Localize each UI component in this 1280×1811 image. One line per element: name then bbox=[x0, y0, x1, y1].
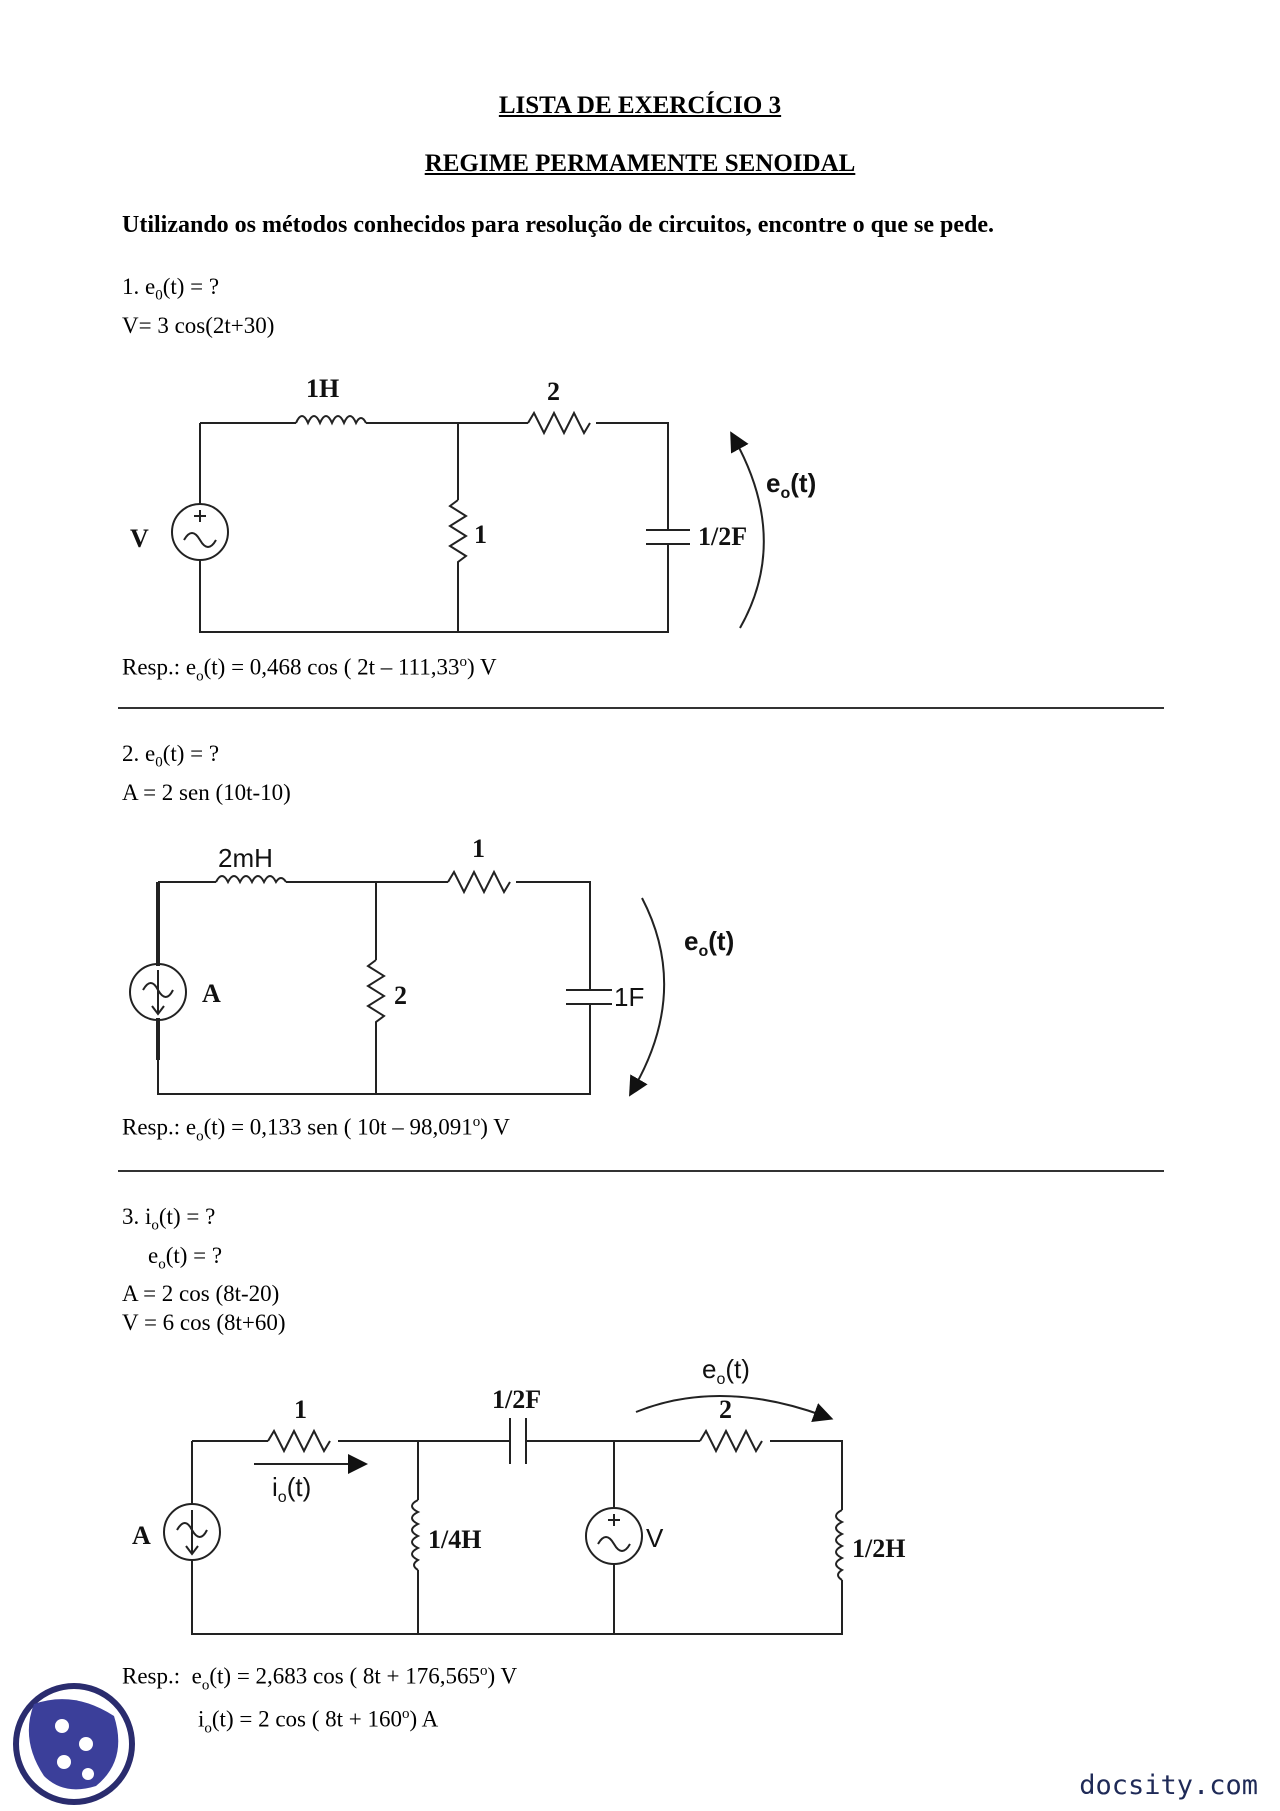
page-subtitle: REGIME PERMAMENTE SENOIDAL bbox=[424, 150, 856, 177]
resistor-2 bbox=[527, 410, 591, 436]
answer-2: Resp.: eo(t) = 0,133 sen ( 10t – 98,091o… bbox=[122, 1114, 510, 1145]
divider-1 bbox=[118, 707, 1164, 709]
label-1f: 1F bbox=[614, 982, 644, 1012]
label-r2-c2: 2 bbox=[394, 981, 407, 1010]
voltage-source-v-c3 bbox=[585, 1507, 643, 1565]
label-source-v-c3: V bbox=[646, 1523, 664, 1553]
label-current-io: io(t) bbox=[272, 1472, 311, 1506]
resistor-1 bbox=[448, 499, 468, 570]
label-1h: 1H bbox=[306, 374, 339, 403]
question-3: 3. io(t) = ? eo(t) = ? A = 2 cos (8t-20)… bbox=[122, 1204, 286, 1336]
inductor-1h bbox=[295, 415, 367, 426]
inductor-2mh bbox=[215, 875, 287, 885]
label-cap-c3: 1/2F bbox=[492, 1385, 541, 1414]
label-source: V bbox=[130, 524, 149, 553]
inductor-half-h bbox=[835, 1509, 845, 1581]
current-source-a-c3 bbox=[163, 1503, 221, 1561]
answer-1: Resp.: eo(t) = 0,468 cos ( 2t – 111,33o)… bbox=[122, 654, 497, 685]
voltage-source-v bbox=[171, 503, 229, 561]
docsity-watermark: docsity.com bbox=[1079, 1770, 1258, 1801]
label-2mh: 2mH bbox=[218, 843, 273, 873]
label-r1: 1 bbox=[474, 520, 487, 549]
label-r2: 2 bbox=[547, 377, 560, 406]
circuit-2 bbox=[129, 869, 666, 1097]
label-source-a: A bbox=[202, 979, 221, 1008]
given-1: V= 3 cos(2t+30) bbox=[122, 312, 275, 338]
label-r2-c3: 2 bbox=[719, 1395, 732, 1424]
capacitor-half-f-c3 bbox=[509, 1418, 527, 1464]
circuit-1 bbox=[171, 410, 765, 633]
label-r1-c3: 1 bbox=[294, 1395, 307, 1424]
label-cap: 1/2F bbox=[698, 522, 747, 551]
page-title: LISTA DE EXERCÍCIO 3 bbox=[498, 92, 782, 119]
circuit-3 bbox=[163, 1394, 845, 1635]
divider-2 bbox=[118, 1170, 1164, 1172]
output-arrow-2 bbox=[629, 897, 666, 1097]
docsity-logo bbox=[13, 1683, 135, 1805]
output-arrow-3 bbox=[635, 1394, 834, 1422]
label-r1-c2: 1 bbox=[472, 834, 485, 863]
capacitor-1f bbox=[566, 989, 612, 1005]
current-source-a bbox=[129, 963, 187, 1021]
given-2: A = 2 sen (10t-10) bbox=[122, 779, 291, 805]
inductor-quarter-h bbox=[411, 1499, 421, 1571]
resistor-1-c3 bbox=[267, 1428, 331, 1454]
label-output-3: eo(t) bbox=[702, 1354, 750, 1388]
given-3a: A = 2 cos (8t-20) bbox=[122, 1281, 280, 1307]
question-1: 1. e0(t) = ? V= 3 cos(2t+30) bbox=[122, 274, 275, 338]
instructions: Utilizando os métodos conhecidos para re… bbox=[122, 212, 994, 238]
capacitor-half-f bbox=[646, 529, 690, 545]
label-source-a-c3: A bbox=[132, 1521, 151, 1550]
resistor-1-c2 bbox=[447, 869, 511, 895]
output-arrow-1 bbox=[730, 431, 765, 629]
label-output-1: eo(t) bbox=[766, 468, 816, 502]
question-2: 2. e0(t) = ? A = 2 sen (10t-10) bbox=[122, 741, 291, 805]
resistor-2-c2 bbox=[366, 959, 386, 1030]
label-half-h: 1/2H bbox=[852, 1534, 905, 1563]
label-output-2: eo(t) bbox=[684, 926, 734, 960]
resistor-2-c3 bbox=[699, 1428, 763, 1454]
answer-3: Resp.: eo(t) = 2,683 cos ( 8t + 176,565o… bbox=[122, 1663, 518, 1737]
label-quarter-h: 1/4H bbox=[428, 1525, 481, 1554]
given-3b: V = 6 cos (8t+60) bbox=[122, 1310, 286, 1336]
